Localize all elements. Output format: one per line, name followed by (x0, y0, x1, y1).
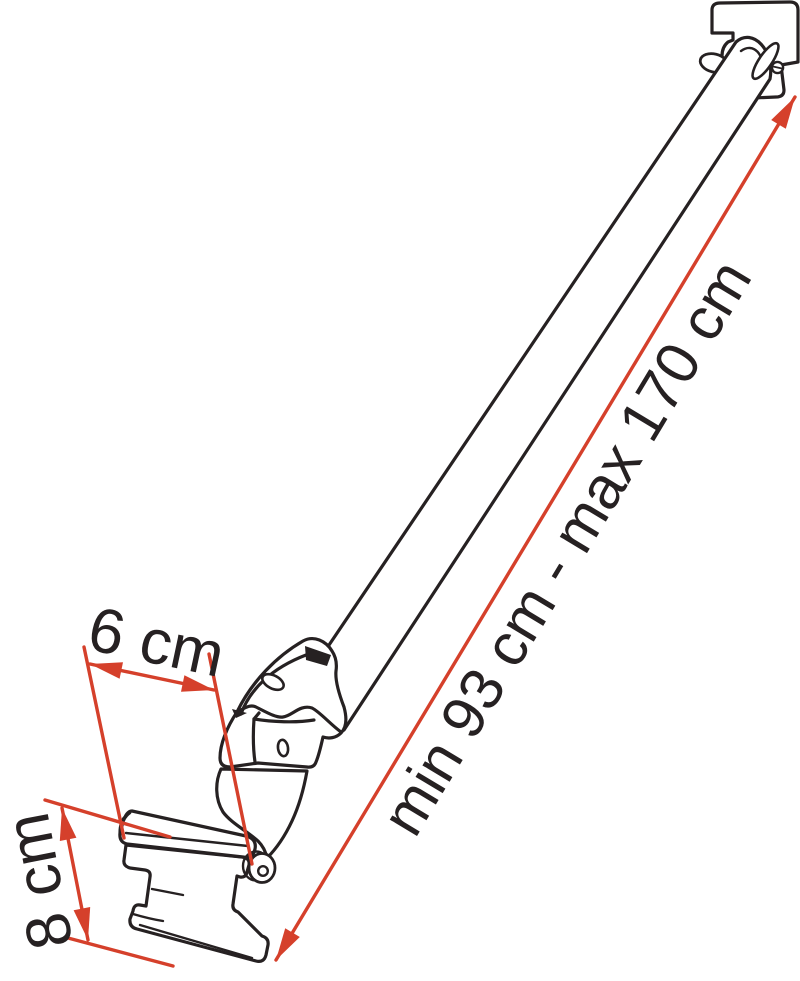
tube-body (325, 35, 773, 732)
foot-pivot-screw-icon (257, 865, 270, 878)
foot-bottom-flange-lines (131, 912, 254, 960)
arrowhead-icon (73, 907, 91, 940)
arrowhead-icon (181, 675, 214, 692)
height-extension-line-bottom (66, 936, 175, 968)
arrowhead-icon (59, 808, 77, 841)
arrowhead-icon (276, 928, 300, 960)
clamp-block-left-edge (251, 717, 257, 764)
dimension-height: 8 cm (0, 798, 175, 968)
clamp-hood-edge (235, 704, 343, 734)
width-extension-line-left (82, 645, 126, 840)
bracket-screw-slot (772, 65, 783, 70)
foot-slab-inner-line (124, 831, 250, 848)
arrowhead-icon (771, 97, 795, 129)
width-label: 6 cm (82, 594, 230, 691)
dimension-length: min 93 cm - max 170 cm (274, 95, 797, 962)
foot-plate (118, 809, 277, 963)
telescopic-bar (325, 35, 785, 732)
arrowhead-icon (90, 662, 123, 679)
clamp-silhouette (218, 637, 348, 769)
foot-front-face (122, 843, 270, 963)
clamp-release-button (305, 646, 331, 666)
clamp-shadow-wedge (232, 709, 247, 718)
clamp-hole (276, 738, 290, 758)
ratchet-clamp (218, 637, 348, 769)
height-extension-line-top (43, 798, 172, 839)
height-label: 8 cm (0, 807, 87, 954)
lower-bar-neck (215, 767, 309, 860)
foot-stem-detail (150, 887, 185, 897)
clamp-eye-detail (261, 672, 285, 692)
tube-end-lens (751, 41, 780, 81)
width-extension-line-right (207, 652, 254, 866)
length-dimension-line (274, 95, 797, 962)
